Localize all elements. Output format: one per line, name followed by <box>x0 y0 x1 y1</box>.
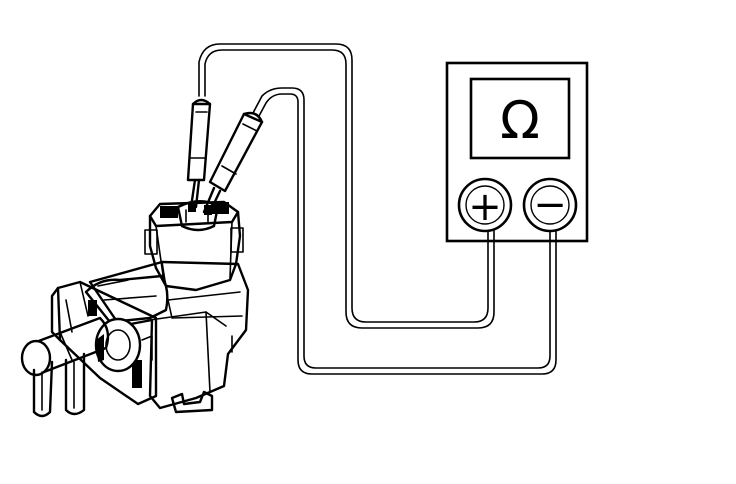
negative-test-probe <box>202 111 264 216</box>
vacuum-port-small-2 <box>64 352 86 416</box>
electrical-connector <box>144 200 244 292</box>
test-leads <box>186 43 557 375</box>
positive-test-probe <box>186 98 212 209</box>
solenoid-component <box>20 200 250 418</box>
negative-lead-wire <box>252 87 551 369</box>
ohmmeter: Ω + − <box>445 61 589 243</box>
meter-display <box>469 77 571 160</box>
ohm-symbol: Ω <box>500 91 540 151</box>
negative-terminal-label: − <box>533 182 567 228</box>
positive-terminal-label: + <box>468 184 502 230</box>
vacuum-port-small-1 <box>32 360 54 418</box>
vacuum-port-large <box>20 316 110 377</box>
positive-lead-wire <box>198 43 489 323</box>
